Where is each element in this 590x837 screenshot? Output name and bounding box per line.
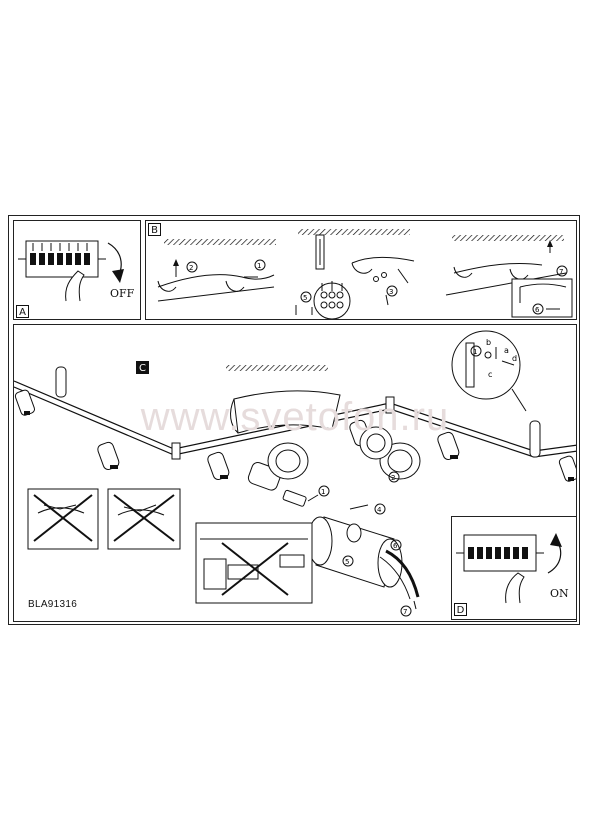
ceiling-hatch-c [226,365,328,371]
breaker-off-illustration [18,240,124,302]
svg-text:7: 7 [403,608,407,616]
on-label: ON [550,587,569,600]
svg-text:6: 6 [393,542,398,550]
panel-a-switch-off: OFF A [13,220,141,320]
panel-b-tag: B [148,223,161,236]
svg-text:a: a [504,346,509,355]
panel-c-tag: C [136,361,149,374]
svg-text:b: b [486,338,491,347]
svg-text:4: 4 [377,506,382,514]
svg-text:1: 1 [473,348,477,356]
panel-a-tag: A [16,305,29,318]
off-label: OFF [110,287,135,300]
svg-text:6: 6 [535,306,540,314]
panel-c-spot-assembly: b a d c 1 1 2 4 [13,324,577,622]
panel-b-mounting: 2 1 5 3 [145,220,577,320]
svg-text:1: 1 [321,488,325,496]
svg-text:7: 7 [559,268,563,276]
svg-text:2: 2 [391,474,395,482]
watermark: www.svetofon.ru [140,395,450,439]
track-end-left [55,366,67,398]
ceiling-hatch-3 [452,235,564,241]
ceiling-hatch-1 [164,239,276,245]
ceiling-hatch-2 [298,229,410,235]
instruction-sheet: OFF A 2 1 [8,215,580,625]
svg-text:3: 3 [389,288,393,296]
svg-text:c: c [488,370,492,379]
model-code: BLA91316 [28,599,78,610]
track-end-right [529,420,541,458]
svg-text:5: 5 [345,558,349,566]
svg-text:5: 5 [303,294,307,302]
track-assembly-illustration: b a d c 1 1 2 4 [14,330,576,617]
svg-text:d: d [512,354,517,363]
mounting-steps-illustration: 2 1 5 3 [157,229,573,319]
panel-d-switch-on: ON D [451,516,577,620]
svg-text:1: 1 [257,262,261,270]
breaker-on-illustration [456,533,562,604]
svg-text:2: 2 [189,264,193,272]
panel-d-tag: D [454,603,467,616]
